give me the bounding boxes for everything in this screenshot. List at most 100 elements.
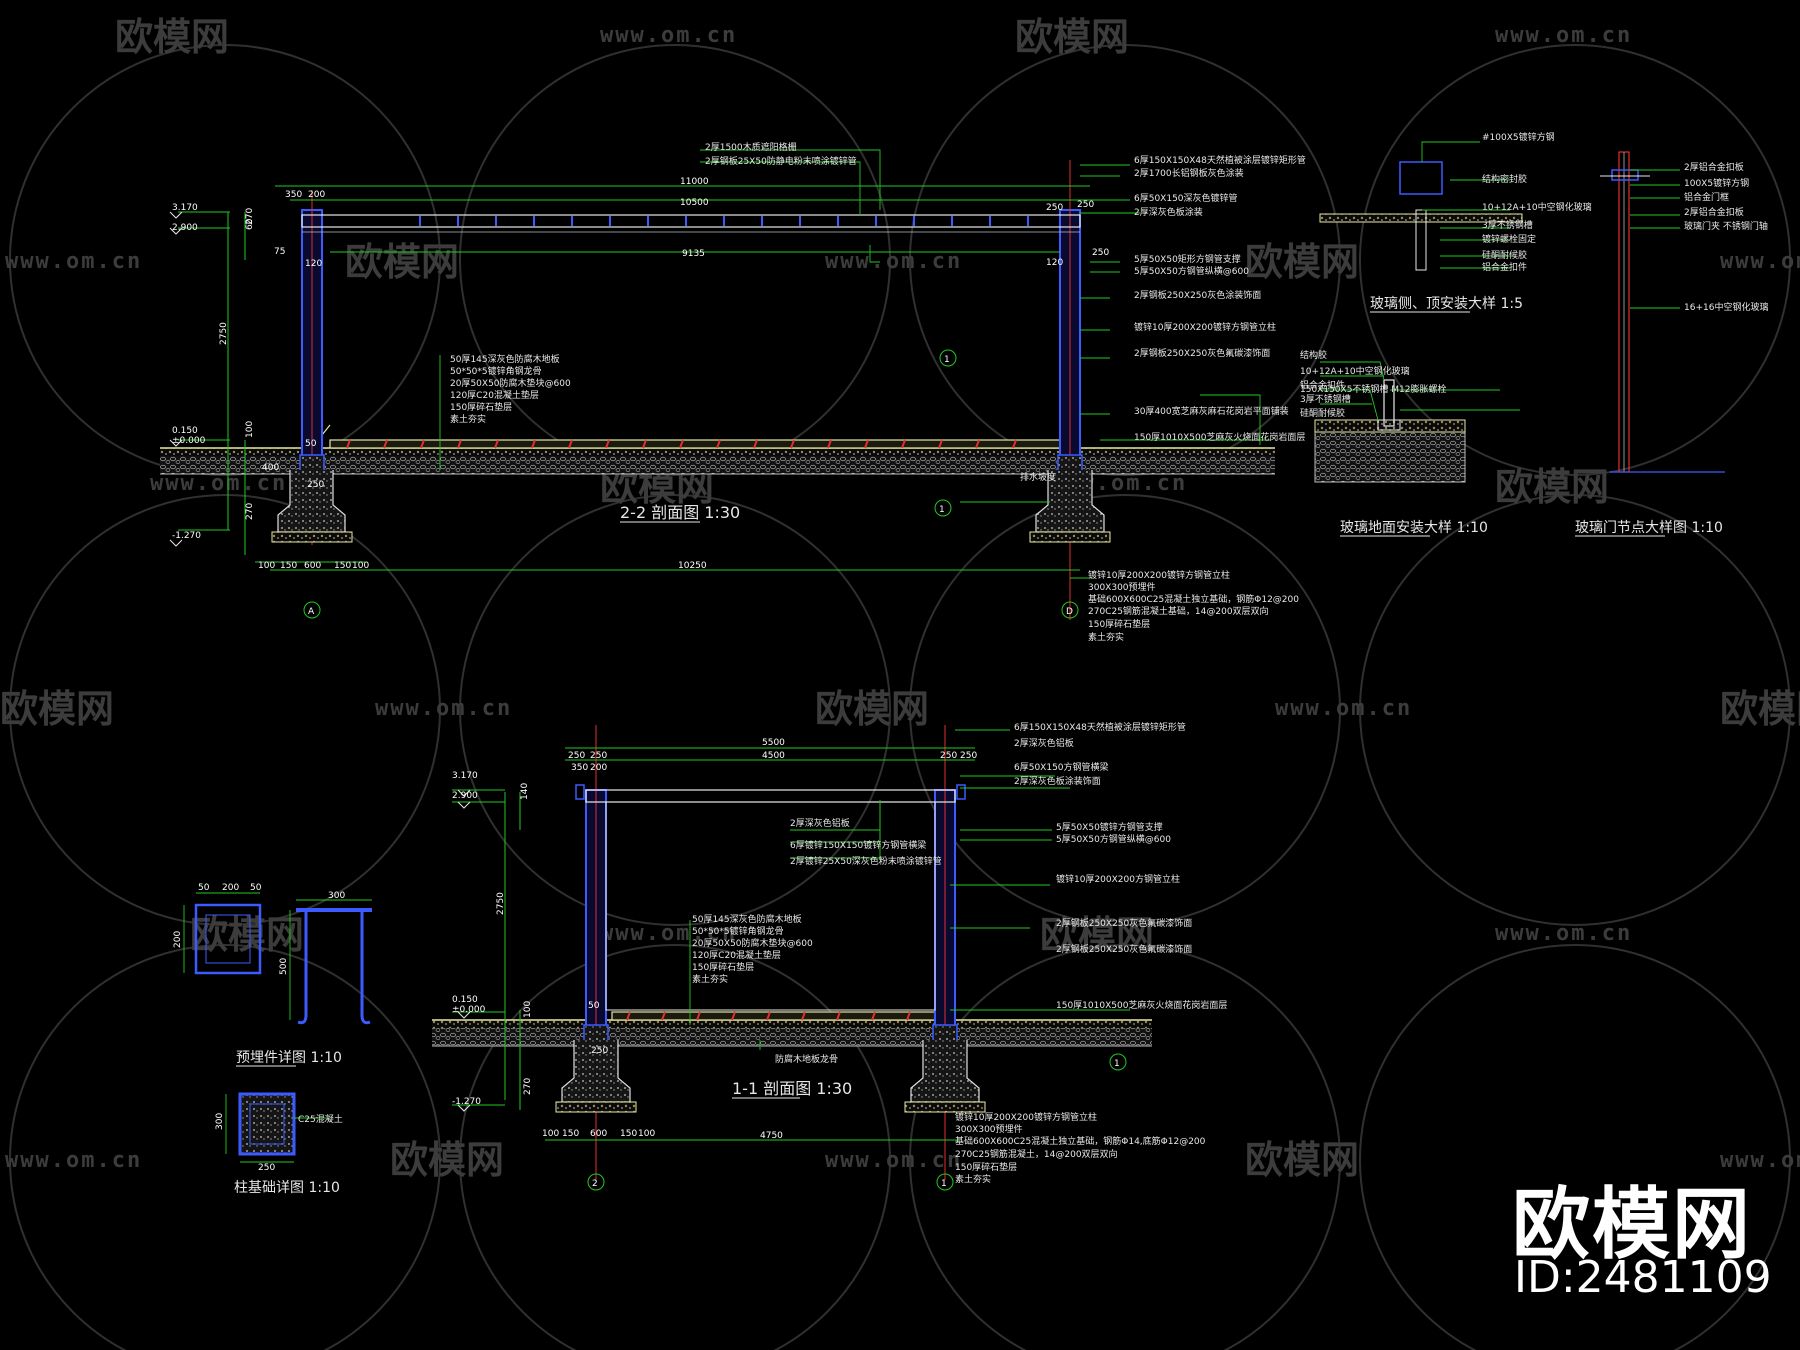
- dim-150b: 150: [334, 561, 351, 571]
- detail-glass-floor-title: 玻璃地面安装大样 1:10: [1340, 519, 1488, 536]
- axis-bubble: 1: [944, 355, 950, 365]
- joist-mark: [679, 439, 684, 449]
- callout-note: 镀锌10厚200X200镀锌方钢管立柱: [1088, 569, 1230, 581]
- dim-200: 200: [590, 763, 607, 773]
- callout-note: 2厚钢板250X250灰色氟碳漆饰面: [1056, 917, 1192, 929]
- dim-150: 150: [280, 561, 297, 571]
- dim-250b: 250: [590, 751, 607, 761]
- joist-mark: [901, 439, 906, 449]
- axis-bubble: 1: [939, 505, 945, 515]
- axis-bubble: 2: [592, 1179, 598, 1189]
- callout-note: 结构密封胶: [1482, 173, 1527, 185]
- column-dim-300: 300: [215, 1113, 225, 1130]
- dim-top: 5500: [762, 738, 785, 748]
- level-floor: 0.150: [172, 426, 198, 436]
- callout-note: 2厚钢板250X250灰色涂装饰面: [1134, 289, 1261, 301]
- callout-note: 30厚400宽芝麻灰麻石花岗岩平面铺装: [1134, 405, 1289, 417]
- column-dim-250: 250: [258, 1163, 275, 1173]
- ground-gravel-layer: [160, 456, 1275, 474]
- joist-mark: [938, 439, 943, 449]
- axis-bubble-circle: [934, 499, 952, 517]
- callout-note: 16+16中空钢化玻璃: [1684, 301, 1768, 313]
- callout-note: 150厚1010X500芝麻灰火烧面花岗岩面层: [1134, 431, 1305, 443]
- level-top: 3.170: [172, 203, 198, 213]
- watermark-brand: 欧模网: [1015, 15, 1129, 59]
- ground-finish-layer: [160, 448, 1275, 456]
- joist-mark: [827, 439, 832, 449]
- joist-mark: [605, 439, 610, 449]
- embed-plate: [194, 903, 262, 975]
- dim-270: 270: [523, 1078, 533, 1095]
- dim-60: 60: [245, 218, 255, 230]
- watermark-url: www.om.cn: [600, 23, 737, 48]
- callout-note: 2厚铝合金扣板: [1684, 206, 1744, 218]
- joist-mark: [568, 439, 573, 449]
- watermark-brand: 欧模网: [815, 687, 929, 731]
- callout-note: 3厚不锈钢槽: [1482, 219, 1533, 231]
- dim-total: 4750: [760, 1131, 783, 1141]
- callout-note: 3厚不锈钢槽: [1300, 393, 1351, 405]
- deck-joists: [626, 1011, 911, 1021]
- watermark-url: www.om.cn: [1495, 921, 1632, 946]
- watermark-circles: [9, 44, 1791, 1350]
- deck-board: [329, 439, 1061, 449]
- watermark-brand: 欧模网: [115, 15, 229, 59]
- joist-mark: [871, 1011, 876, 1021]
- joist-mark: [626, 1011, 631, 1021]
- callout-note: 50*50*5镀锌角钢龙骨: [450, 365, 542, 377]
- ground-finish-layer: [432, 1020, 1152, 1028]
- joist-mark: [346, 439, 351, 449]
- callout-note: 素土夯实: [1088, 631, 1124, 643]
- dim-250-top-right: 250: [1077, 200, 1094, 210]
- callout-note: 6厚150X150X48天然植被涂层镀锌矩形管: [1134, 154, 1306, 166]
- callout-note: 铝合金扣件: [1482, 261, 1527, 273]
- watermark-url: www.om.cn: [1720, 1148, 1800, 1173]
- watermark-brand: 欧模网: [190, 913, 304, 957]
- callout-note: 5厚50X50镀锌方钢管支撑: [1056, 821, 1163, 833]
- level-beam: 2.900: [172, 223, 198, 233]
- dim-250-right-b: 250: [1092, 248, 1109, 258]
- callout-note: 150厚碎石垫层: [955, 1161, 1017, 1173]
- callout-note: 2厚镀锌25X50深灰色粉末喷涂镀锌管: [790, 855, 942, 867]
- dim-350: 350: [285, 190, 302, 200]
- level-floor: 0.150: [452, 995, 478, 1005]
- brand-id-text: ID:2481109: [1514, 1252, 1772, 1303]
- dim-250: 250: [307, 480, 324, 490]
- dim-50: 50: [305, 439, 317, 449]
- detail-column-base: C25混凝土 250 300 柱基础详图 1:10: [215, 1092, 343, 1196]
- watermark-url: www.om.cn: [1495, 23, 1632, 48]
- joist-mark: [420, 439, 425, 449]
- joist-mark: [801, 1011, 806, 1021]
- deck-joists: [346, 439, 1017, 449]
- callout-note: 铝合金扣件: [1300, 379, 1345, 391]
- anchor-bar-left: [297, 910, 308, 1025]
- callout-note: 300X300预埋件: [1088, 581, 1156, 593]
- dim-100v: 100: [523, 1001, 533, 1018]
- embed-dim-200: 200: [222, 883, 239, 893]
- watermark-url: www.om.cn: [1720, 249, 1800, 274]
- brand-logo-text: 欧模网: [1512, 1180, 1753, 1270]
- callout-note: 2厚钢板250X250灰色氟碳漆饰面: [1134, 347, 1270, 359]
- callout-note: 素土夯实: [450, 413, 486, 425]
- dim-150: 150: [562, 1129, 579, 1139]
- dim-50: 50: [588, 1001, 600, 1011]
- dim-100b: 100: [638, 1129, 655, 1139]
- callout-note: 150厚碎石垫层: [1088, 618, 1150, 630]
- callout-note: 6厚50X150深灰色镀锌管: [1134, 192, 1238, 204]
- axis-bubble-circle: [1109, 1053, 1127, 1071]
- axis-bubble-circle: [587, 1173, 605, 1191]
- joist-mark: [1012, 439, 1017, 449]
- watermark-brand: 欧模网: [345, 240, 459, 284]
- dim-350: 350: [571, 763, 588, 773]
- callout-note: 铝合金门框: [1684, 191, 1729, 203]
- callout-note: 120厚C20混凝土垫层: [450, 389, 539, 401]
- joist-mark: [696, 1011, 701, 1021]
- callout-note: 100X5镀锌方钢: [1684, 177, 1749, 189]
- dim-250-right: 250: [1046, 203, 1063, 213]
- watermark-url: www.om.cn: [150, 471, 287, 496]
- callout-note: 基础600X600C25混凝土独立基础，钢筋Φ12@200: [1088, 593, 1299, 605]
